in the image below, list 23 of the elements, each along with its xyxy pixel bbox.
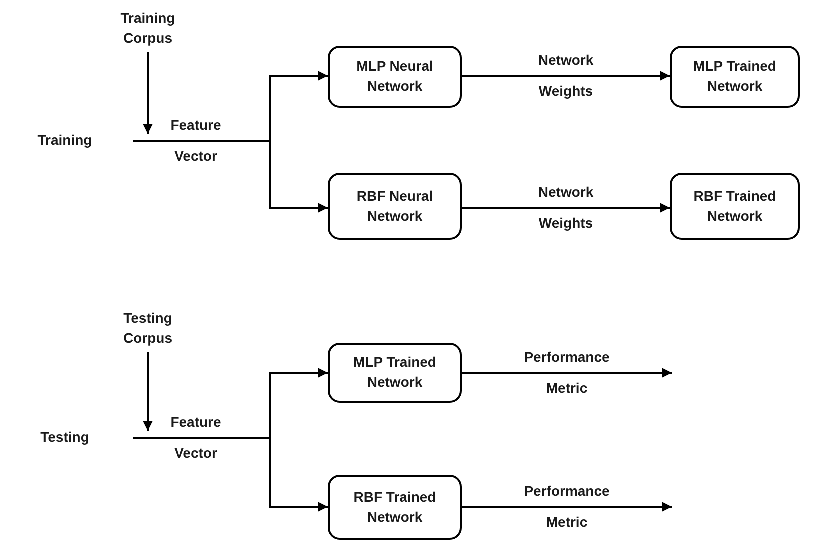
arrow [462, 203, 670, 213]
process-box: MLP Trained Network [670, 46, 800, 108]
edge-label: Network Weights [538, 183, 594, 233]
process-box: RBF Trained Network [670, 173, 800, 240]
process-box: RBF Neural Network [328, 173, 462, 240]
source-label: Training Corpus [108, 6, 188, 52]
arrow [462, 502, 672, 512]
arrow [143, 52, 153, 134]
edge-label: Performance Metric [524, 482, 610, 532]
edge-label: Performance Metric [524, 348, 610, 398]
process-box: MLP Neural Network [328, 46, 462, 108]
arrow [462, 368, 672, 378]
arrow [462, 71, 670, 81]
arrow [143, 352, 153, 431]
line-label: Feature Vector [170, 413, 222, 463]
stage-label: Training [36, 132, 94, 148]
arrow [133, 437, 328, 512]
process-box: MLP Trained Network [328, 343, 462, 403]
stage-label: Testing [40, 429, 90, 445]
process-box: RBF Trained Network [328, 475, 462, 540]
edge-label: Network Weights [538, 51, 594, 101]
source-label: Testing Corpus [108, 306, 188, 352]
line-label: Feature Vector [170, 116, 222, 166]
